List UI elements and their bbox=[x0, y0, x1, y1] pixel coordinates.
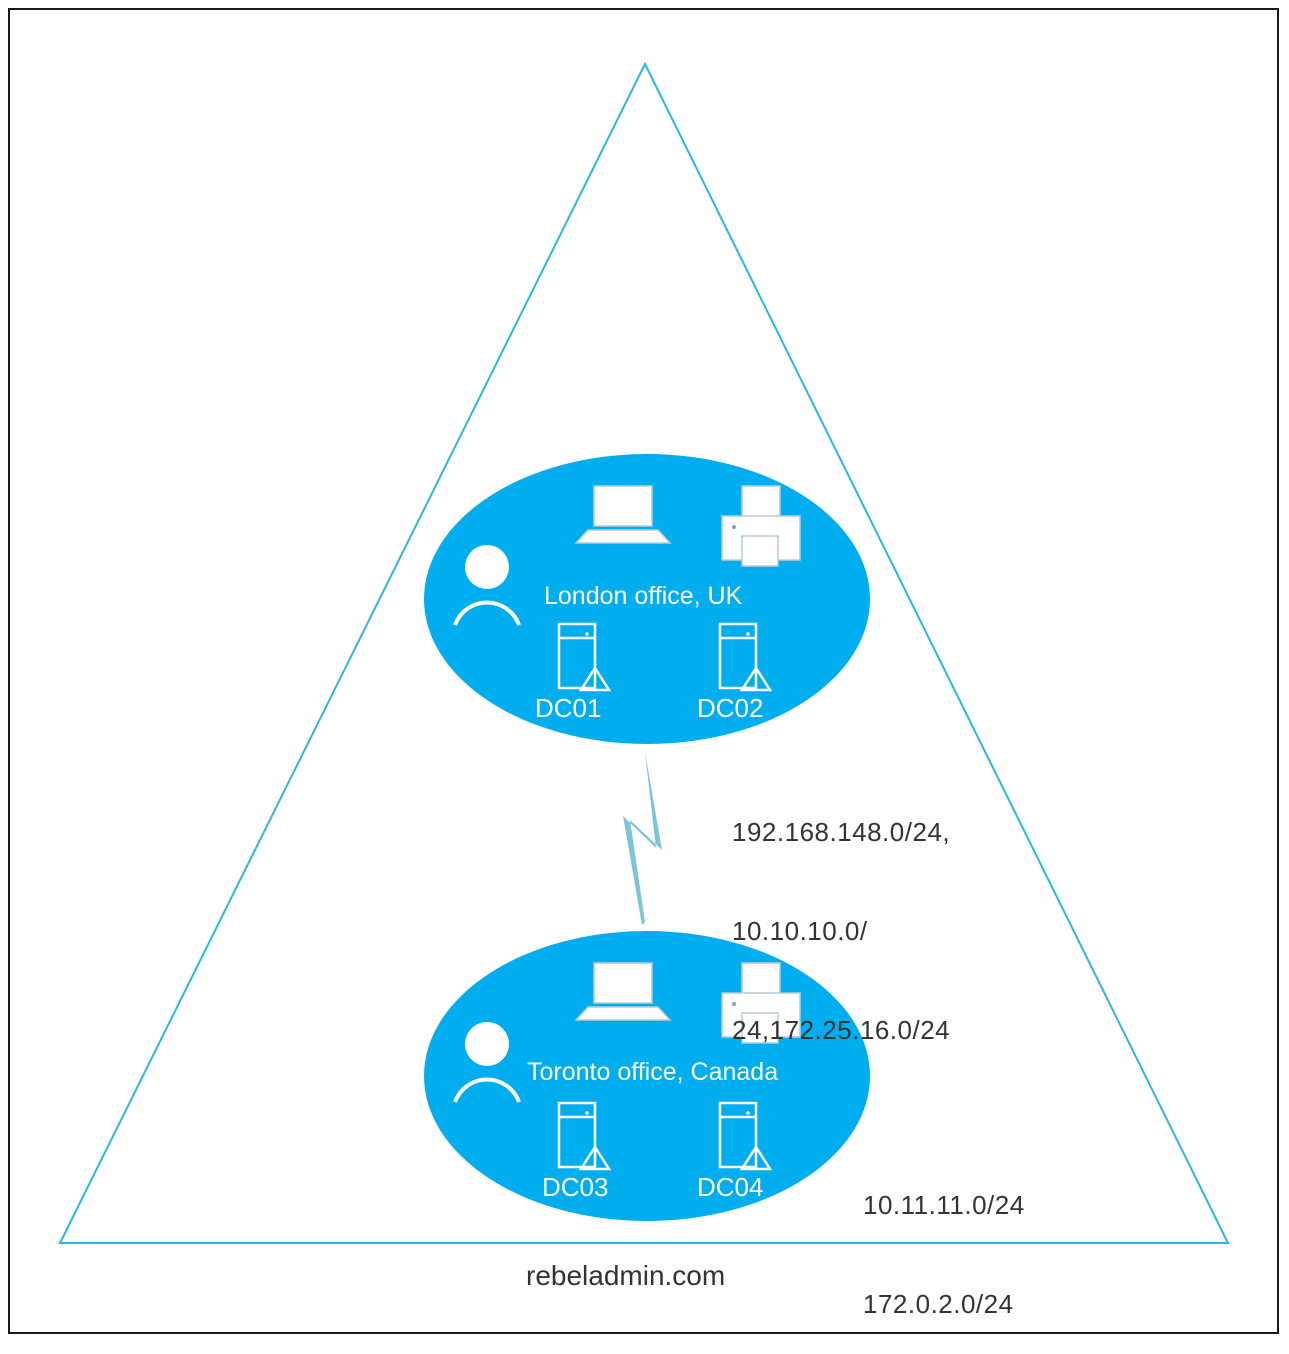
site-name-london: London office, UK bbox=[544, 582, 743, 610]
subnet-list-toronto: 10.11.11.0/24 172.0.2.0/24 bbox=[863, 1123, 1025, 1354]
subnet-line: 192.168.148.0/24, bbox=[732, 817, 951, 847]
site-name-toronto: Toronto office, Canada bbox=[527, 1058, 779, 1086]
dc-label: DC01 bbox=[535, 693, 602, 723]
wan-link-lightning-icon bbox=[623, 752, 662, 925]
site-london[interactable] bbox=[424, 454, 870, 744]
dc-label: DC02 bbox=[697, 693, 764, 723]
subnet-line: 24,172.25.16.0/24 bbox=[732, 1015, 951, 1045]
subnet-line: 172.0.2.0/24 bbox=[863, 1289, 1014, 1319]
domain-name: rebeladmin.com bbox=[526, 1260, 726, 1291]
dc-label: DC03 bbox=[542, 1172, 609, 1202]
subnet-line: 10.11.11.0/24 bbox=[863, 1190, 1025, 1220]
domain-triangle bbox=[58, 61, 1230, 1244]
subnet-list-london: 192.168.148.0/24, 10.10.10.0/ 24,172.25.… bbox=[732, 750, 950, 1080]
subnet-line: 10.10.10.0/ bbox=[732, 916, 868, 946]
dc-label: DC04 bbox=[697, 1172, 764, 1202]
site-toronto[interactable] bbox=[424, 931, 870, 1221]
